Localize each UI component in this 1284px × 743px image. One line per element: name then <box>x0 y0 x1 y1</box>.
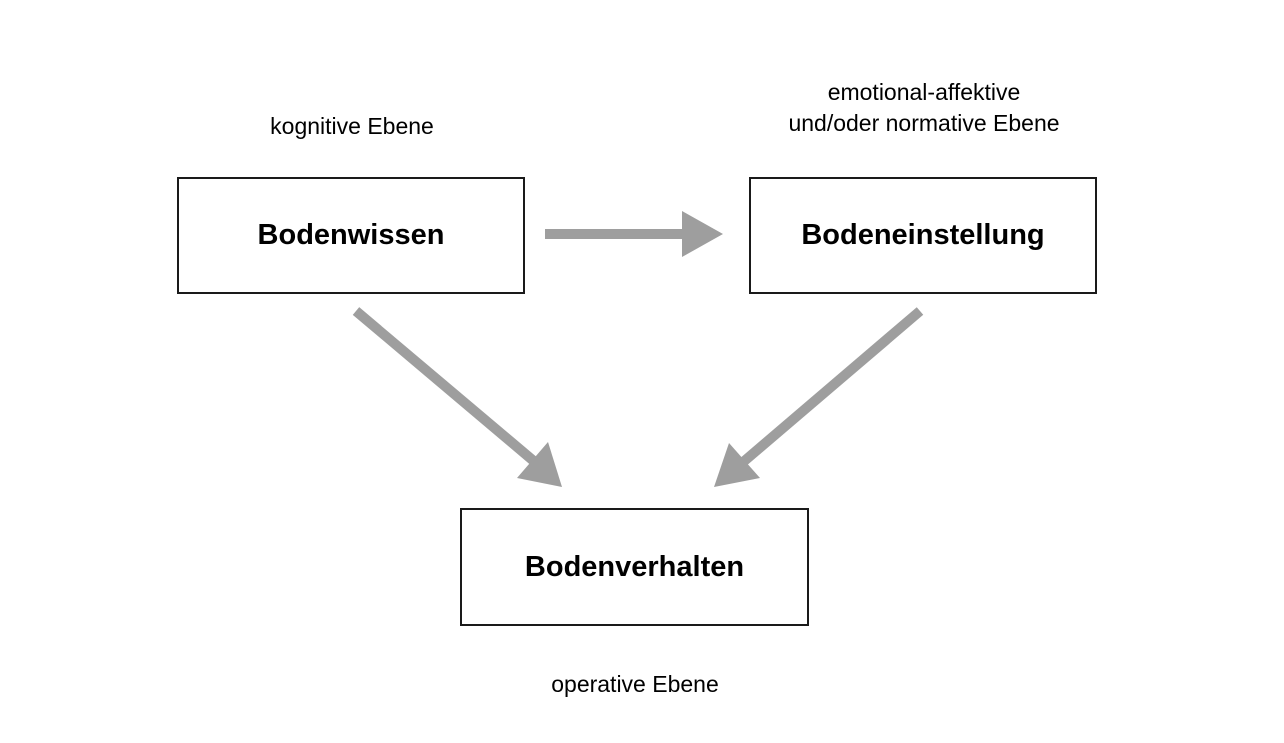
emotional-level-line-2: und/oder normative Ebene <box>788 110 1060 136</box>
arrow-knowledge-to-behavior-shaft <box>352 307 540 467</box>
emotional-level-line-1: emotional-affektive <box>827 79 1021 105</box>
emotional-level-label: emotional-affektive und/oder normative E… <box>734 77 1114 139</box>
soil-attitude-box: Bodeneinstellung <box>749 177 1097 294</box>
arrow-knowledge-to-attitude-head <box>682 211 723 257</box>
arrow-attitude-to-behavior <box>714 307 924 487</box>
soil-knowledge-label: Bodenwissen <box>257 219 445 251</box>
arrow-knowledge-to-behavior-head <box>517 442 562 487</box>
soil-knowledge-box: Bodenwissen <box>177 177 525 294</box>
arrow-knowledge-to-attitude <box>545 211 723 257</box>
arrow-attitude-to-behavior-shaft <box>738 307 924 467</box>
soil-attitude-label: Bodeneinstellung <box>801 219 1045 251</box>
arrow-attitude-to-behavior-head <box>714 443 760 487</box>
operative-level-label: operative Ebene <box>515 669 755 700</box>
operative-level-text: operative Ebene <box>551 671 719 697</box>
cognitive-level-text: kognitive Ebene <box>270 113 434 139</box>
cognitive-level-label: kognitive Ebene <box>232 111 472 142</box>
arrow-knowledge-to-behavior <box>352 307 562 487</box>
soil-behavior-box: Bodenverhalten <box>460 508 809 626</box>
soil-behavior-label: Bodenverhalten <box>524 550 745 583</box>
